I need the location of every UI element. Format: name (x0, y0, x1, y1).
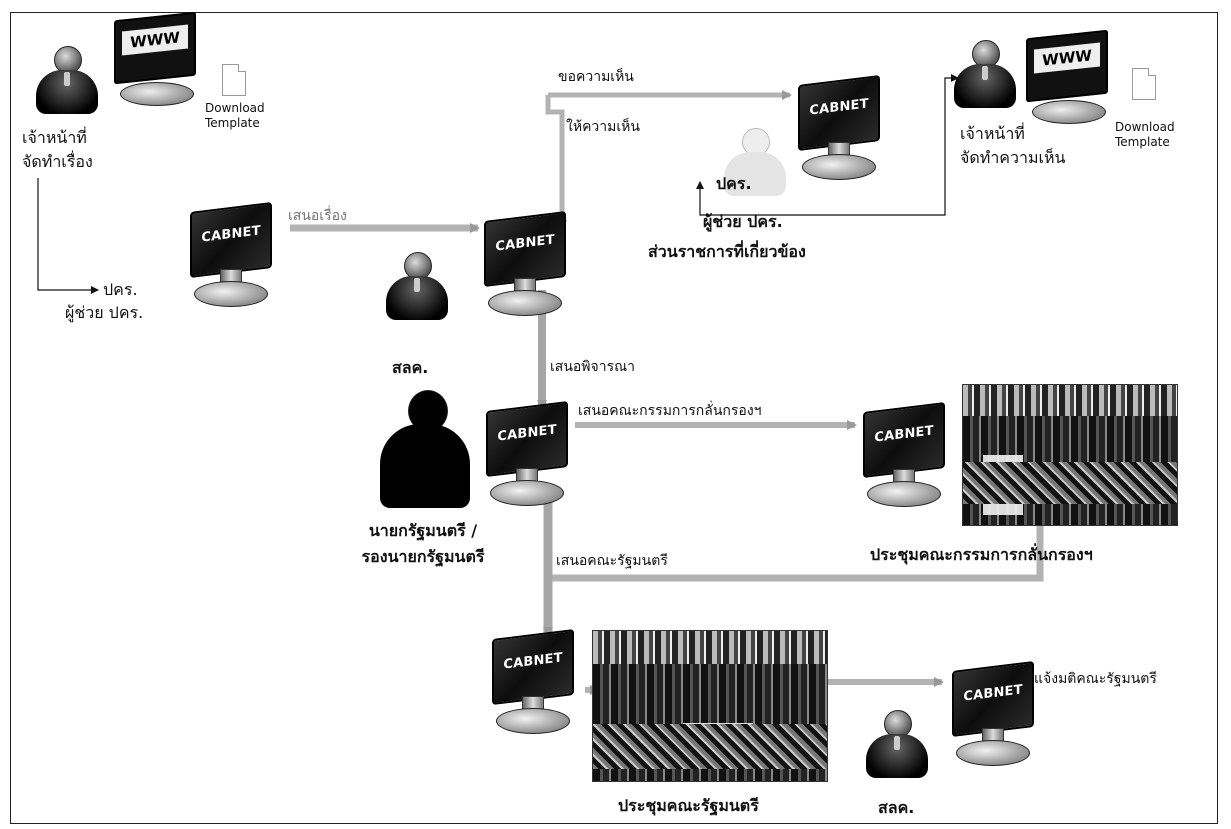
cabnet-monitor-notify: CABNET (944, 660, 1040, 768)
slk-bottom-person-icon (862, 710, 932, 782)
cabnet-monitor-screening: CABNET (855, 401, 951, 509)
pmr-assistant-center-label: ผู้ช่วย ปคร. (703, 212, 783, 231)
propose-consider-label: เสนอพิจารณา (550, 359, 635, 375)
cabnet-monitor-cabinet: CABNET (484, 628, 580, 736)
pmr-assistant-left-label-2: ผู้ช่วย ปคร. (65, 303, 144, 322)
officer-person-icon (32, 46, 102, 126)
pmr-assistant-left-label: ปคร. (103, 280, 138, 299)
pmr-person-ghost-icon (720, 128, 790, 198)
screening-meeting-photo (962, 384, 1178, 526)
slk-top-label: สลค. (392, 358, 429, 377)
officer-opinion-person-icon (950, 40, 1020, 120)
screening-meeting-label: ประชุมคณะกรรมการกลั่นกรองฯ (870, 545, 1093, 564)
arrow-give-opinion (545, 95, 567, 230)
www-monitor-right-icon: WWW (1022, 29, 1112, 128)
line-agency-to-officer (699, 74, 959, 216)
cabinet-meeting-label: ประชุมคณะรัฐมนตรี (618, 796, 759, 815)
www-monitor-icon: WWW (110, 11, 200, 110)
template-doc-right-icon (1132, 68, 1156, 100)
cabnet-monitor-pm: CABNET (478, 400, 574, 508)
slk-person-icon (382, 252, 452, 324)
officer-opinion-label: เจ้าหน้าที่ จัดทำความเห็น (960, 124, 1066, 167)
pm-label: นายกรัฐมนตรี / รองนายกรัฐมนตรี (361, 521, 485, 566)
cabnet-monitor-left: CABNET (182, 201, 278, 309)
line-officer-to-pmr (37, 178, 99, 294)
ask-opinion-label: ขอความเห็น (558, 69, 634, 85)
download-template-label[interactable]: Download Template (205, 101, 265, 130)
propose-matter-label: เสนอเรื่อง (288, 208, 347, 224)
slk-bottom-label: สลค. (878, 798, 915, 817)
arrow-screening-to-cabinet (548, 520, 1044, 582)
pmr-center-label: ปคร. (716, 174, 752, 193)
notify-resolution-label: แจ้งมติคณะรัฐมนตรี (1034, 671, 1157, 687)
propose-cabinet-label: เสนอคณะรัฐมนตรี (556, 553, 668, 569)
related-agencies-label: ส่วนราชการที่เกี่ยวข้อง (648, 242, 806, 261)
cabnet-monitor-agency: CABNET (790, 74, 886, 182)
cabinet-meeting-photo (592, 630, 828, 782)
download-template-right-label[interactable]: Download Template (1115, 120, 1175, 149)
officer-topic-label: เจ้าหน้าที่ จัดทำเรื่อง (22, 128, 93, 171)
propose-screening-label: เสนอคณะกรรมการกลั่นกรองฯ (578, 403, 762, 419)
diagram-frame (10, 12, 1218, 824)
pm-person-icon (378, 390, 474, 510)
template-doc-icon (222, 64, 246, 96)
give-opinion-label: ให้ความเห็น (566, 119, 640, 135)
cabnet-monitor-center: CABNET (476, 210, 572, 318)
